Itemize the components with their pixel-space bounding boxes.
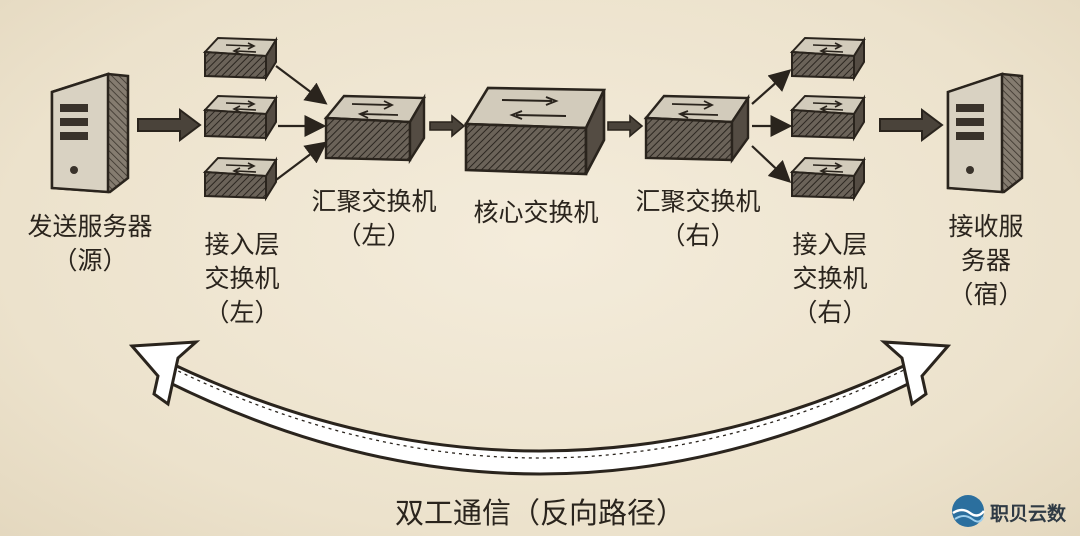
core-label: 核心交换机: [473, 198, 599, 227]
access-left-label: 接入层 交换机 （左）: [204, 230, 280, 327]
agg-right-label: 汇聚交换机 （右）: [635, 187, 761, 250]
aggregation-switch-left-icon: [323, 93, 427, 165]
arc-arrowhead-right: [879, 340, 952, 407]
watermark-logo: 职贝云数: [950, 493, 1078, 529]
arrow-agg-to-access3: [751, 145, 792, 184]
arrow-access3-to-agg: [275, 141, 328, 181]
aggregation-switch-right-icon: [643, 94, 751, 164]
sender-label: 发送服务器 （源）: [27, 212, 153, 275]
duplex-caption: 双工通信（反向路径）: [394, 496, 686, 530]
arrow-core-to-agg: [607, 114, 644, 138]
access-switch-left-2-icon: [202, 94, 278, 142]
access-switch-right-1-icon: [789, 36, 866, 82]
arrow-access1-to-agg: [275, 65, 328, 105]
arc-arrowhead-left: [128, 340, 201, 407]
access-switch-right-3-icon: [789, 156, 866, 202]
arrow-agg-to-access1: [751, 69, 792, 105]
sender-server-icon: [50, 72, 130, 194]
access-switch-right-2-icon: [789, 94, 866, 142]
core-switch-icon: [463, 86, 607, 176]
agg-left-label: 汇聚交换机 （左）: [311, 187, 437, 250]
logo-globe-icon: [952, 495, 985, 527]
arrow-sender-to-access: [137, 108, 202, 142]
receiver-server-icon: [946, 72, 1024, 194]
access-switch-left-3-icon: [202, 156, 278, 202]
arrow-agg-to-core: [429, 114, 466, 138]
access-switch-left-1-icon: [202, 36, 278, 82]
flow-arrows: [137, 65, 944, 184]
watermark-text: 职贝云数: [990, 503, 1067, 525]
arrow-access-to-receiver: [879, 108, 944, 142]
receiver-label: 接收服务器 （宿）: [948, 212, 1024, 309]
duplex-arc-arrow: [128, 340, 952, 476]
access-right-label: 接入层 交换机 （右）: [792, 230, 868, 327]
